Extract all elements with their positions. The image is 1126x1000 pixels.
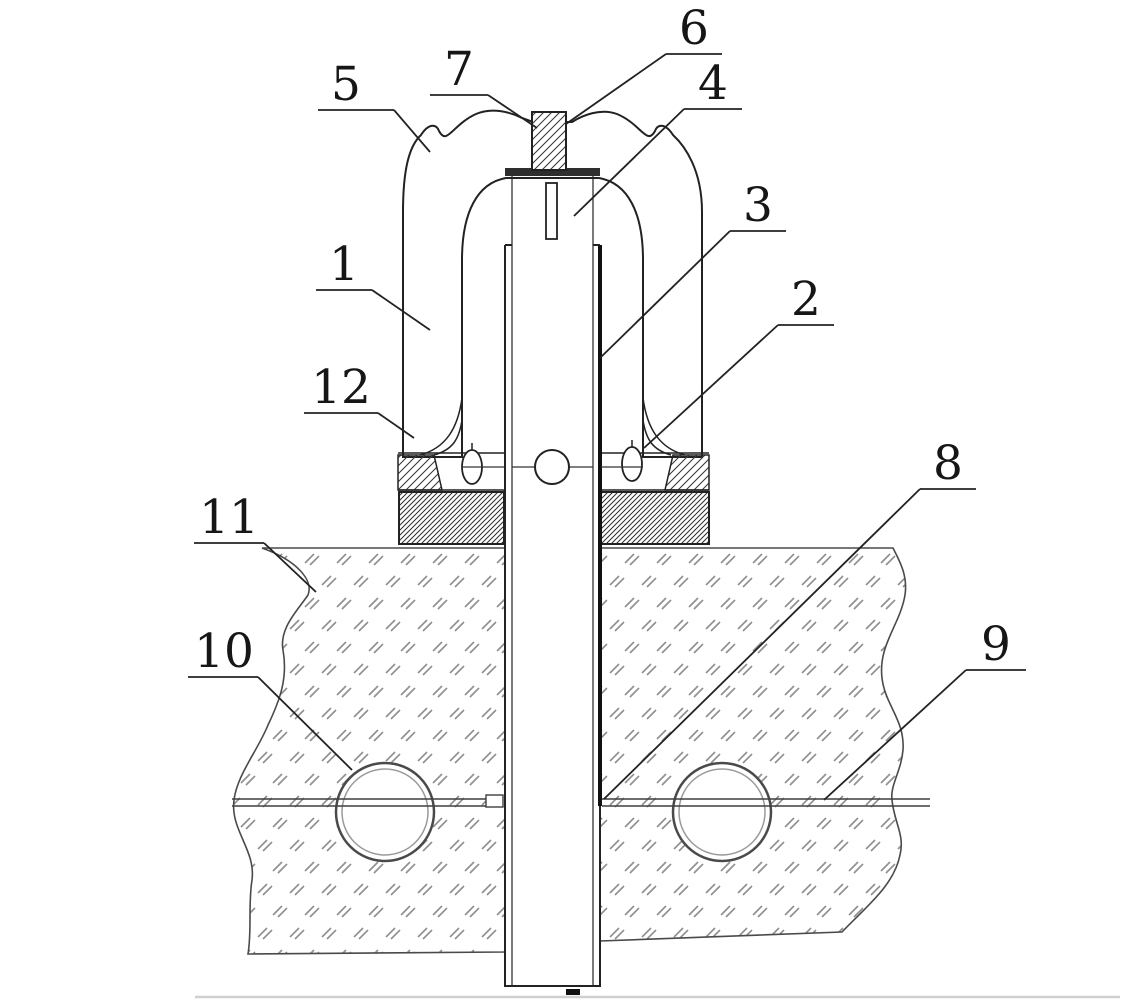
part-label-group-9: 9 <box>823 617 1026 801</box>
leader-line <box>565 53 667 125</box>
part-label-group-3: 3 <box>599 178 786 359</box>
center-port <box>462 449 643 485</box>
part-number-1: 1 <box>329 237 359 292</box>
part-number-2: 2 <box>791 272 821 327</box>
leader-line <box>599 230 731 359</box>
sealing-plug <box>531 111 567 171</box>
part-number-8: 8 <box>933 436 963 491</box>
part-label-group-8: 8 <box>603 436 976 800</box>
part-number-9: 9 <box>981 617 1011 672</box>
leader-line <box>573 108 685 217</box>
leader-line <box>377 412 415 439</box>
leader-line <box>603 488 921 800</box>
pipe-walls <box>504 176 602 995</box>
leader-line <box>393 109 431 153</box>
part-number-6: 6 <box>679 1 709 56</box>
leader-line <box>643 324 779 449</box>
dome-body <box>402 109 703 458</box>
part-label-group-2: 2 <box>643 272 834 449</box>
part-number-3: 3 <box>743 178 773 233</box>
part-number-10: 10 <box>194 624 254 679</box>
cap-plate <box>505 168 600 176</box>
part-label-group-7: 7 <box>430 42 538 129</box>
pipe-hole-left <box>334 761 436 863</box>
horizontal-pipeline <box>232 798 930 807</box>
part-number-12: 12 <box>311 360 371 415</box>
part-number-5: 5 <box>331 57 361 112</box>
part-label-group-10: 10 <box>188 624 353 771</box>
center-pipe-body <box>504 176 601 988</box>
part-number-11: 11 <box>199 490 259 545</box>
part-label-group-6: 6 <box>565 1 722 125</box>
part-label-group-5: 5 <box>318 57 431 153</box>
part-number-4: 4 <box>698 56 728 111</box>
part-label-group-11: 11 <box>194 490 317 593</box>
bolt-hole-right <box>621 440 643 482</box>
skirt-flare-right <box>664 454 710 491</box>
leader-line <box>487 94 538 129</box>
pipeline-coupling <box>485 794 504 808</box>
vent-slot <box>545 182 558 240</box>
part-label-group-4: 4 <box>573 56 742 217</box>
skirt-flare-left <box>397 454 443 491</box>
leader-line <box>371 289 431 331</box>
leader-line <box>263 542 317 593</box>
leader-line <box>257 676 353 771</box>
part-label-group-12: 12 <box>304 360 415 439</box>
part-label-group-1: 1 <box>316 237 431 331</box>
leader-line <box>823 669 967 801</box>
flange-band <box>398 452 709 491</box>
part-number-7: 7 <box>444 42 474 97</box>
base-flange-left <box>398 491 505 545</box>
pipe-hole-right <box>671 761 773 863</box>
base-flange-right <box>600 491 710 545</box>
